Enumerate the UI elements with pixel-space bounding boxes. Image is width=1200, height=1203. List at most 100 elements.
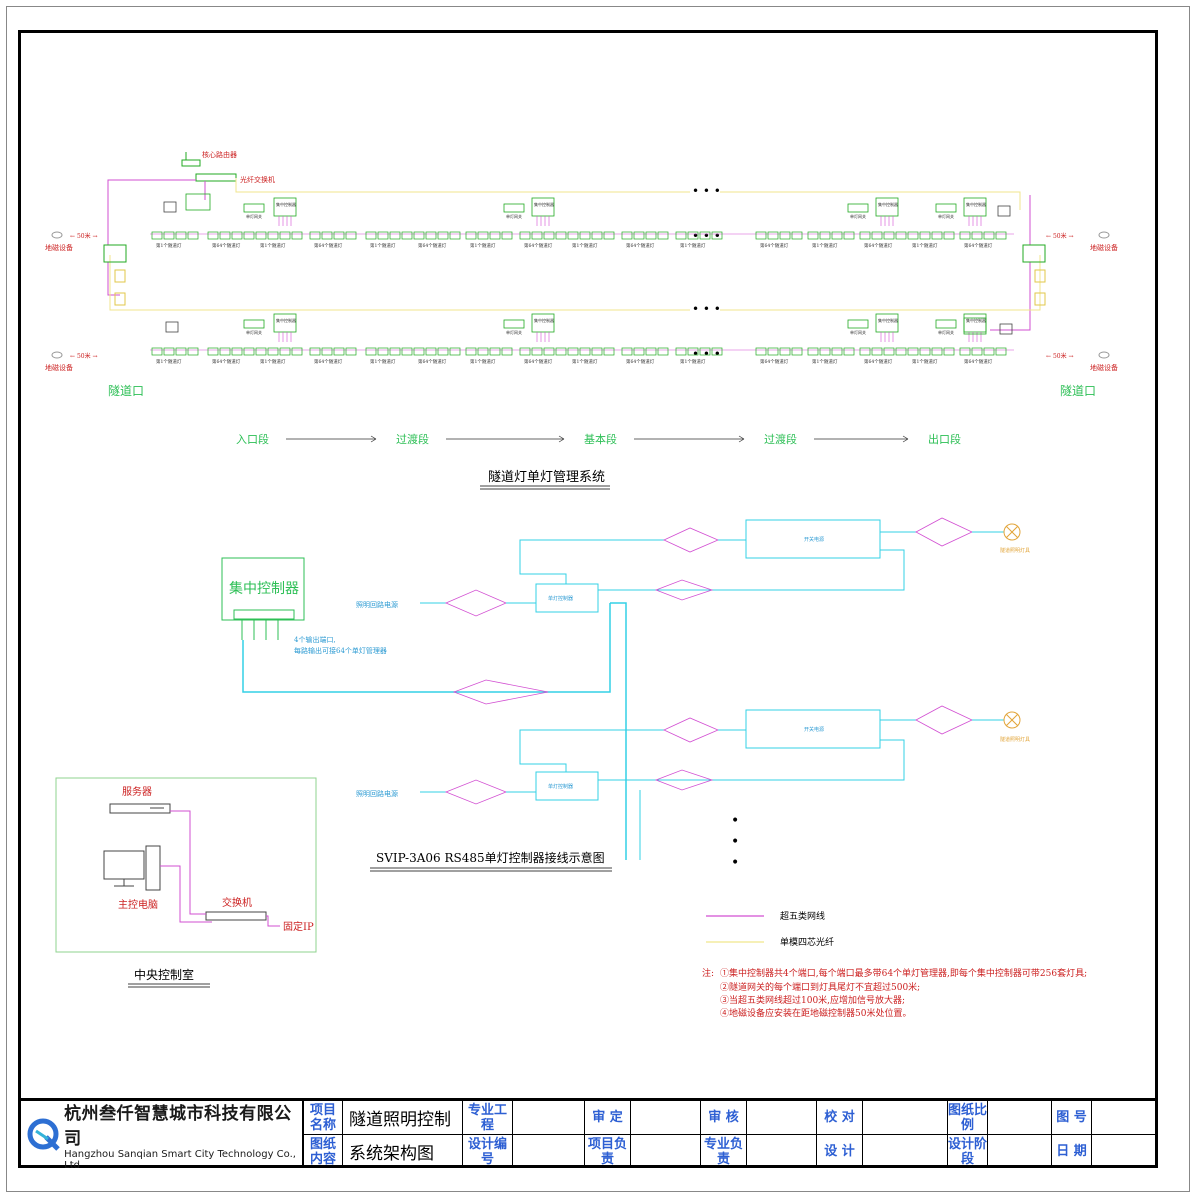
lamp-icon: [309, 231, 321, 240]
lamp-icon: [449, 231, 461, 240]
lamp-group-label: 第64个隧道灯: [864, 242, 893, 249]
fiber-top: [235, 178, 690, 193]
lamp-icon: [579, 347, 591, 356]
note-1: ①集中控制器共4个端口,每个端口最多带64个单灯管理器,即每个集中控制器可带25…: [720, 967, 1087, 979]
lamp-icon: [959, 347, 971, 356]
lamp-group-label: 第1个隧道灯: [370, 242, 396, 249]
lamp-group-label: 第1个隧道灯: [370, 358, 396, 365]
lamp-icon: [883, 347, 895, 356]
svg-text:单灯网关: 单灯网关: [938, 213, 954, 219]
gateway-icon: [503, 319, 525, 329]
lamp-group-label: 第1个隧道灯: [260, 242, 286, 249]
lamp-group-label: 第1个隧道灯: [572, 358, 598, 365]
lamp-group-label: 第64个隧道灯: [864, 358, 893, 365]
stage-label: 设计阶段: [948, 1135, 988, 1168]
lamp-icon: [477, 347, 489, 356]
lamp-group-label: 第64个隧道灯: [964, 242, 993, 249]
module-unit-2: 照明回路电源 单灯控制器 开关电源 隧道照明灯具: [356, 705, 1030, 860]
lamp-group-label: 第64个隧道灯: [760, 358, 789, 365]
lamp-icon: [389, 347, 401, 356]
gateway-icon: [847, 203, 869, 213]
lamp-icon: [843, 231, 855, 240]
lamp-icon: [187, 347, 199, 356]
lamp-icon: [519, 231, 531, 240]
design-no-value: [513, 1135, 585, 1168]
system-diagram: 核心路由器 光纤交换机 • • • • • • • • • • • • 地磁设备…: [45, 150, 1118, 1019]
lamp-icon: [633, 231, 645, 240]
svg-text:4个输出端口,: 4个输出端口,: [294, 635, 336, 644]
lamp-icon: [543, 347, 555, 356]
lamp-group-label: 第1个隧道灯: [912, 242, 938, 249]
company-logo-icon: [27, 1118, 60, 1151]
lamp-icon: [859, 231, 871, 240]
controller-icon: [963, 197, 987, 217]
svg-text:单灯控制器: 单灯控制器: [548, 595, 573, 602]
lamp-icon: [255, 347, 267, 356]
lamp-icon: [567, 231, 579, 240]
lamp-group-label: 第1个隧道灯: [156, 242, 182, 249]
scale-label: 图纸比例: [948, 1101, 988, 1135]
svg-text:注:: 注:: [702, 967, 714, 979]
lamp-icon: [919, 231, 931, 240]
svg-text:照明回路电源: 照明回路电源: [356, 789, 398, 798]
controller-icon: [531, 313, 555, 333]
lamp-icon: [767, 231, 779, 240]
lamp-group-label: 第1个隧道灯: [912, 358, 938, 365]
drawing-content-label: 图纸内容: [303, 1135, 343, 1168]
svg-text:集中控制器: 集中控制器: [966, 201, 986, 207]
lamp-icon: [291, 347, 303, 356]
lamp-icon: [831, 347, 843, 356]
lamp-icon: [163, 347, 175, 356]
lamp-icon: [931, 231, 943, 240]
notes: 注: ①集中控制器共4个端口,每个端口最多带64个单灯管理器,即每个集中控制器可…: [702, 967, 1087, 1019]
legend: 超五类网线 单模四芯光纤: [706, 910, 834, 948]
svg-text:← 50米 →: ← 50米 →: [70, 352, 98, 360]
lamp-icon: [267, 347, 279, 356]
lamp-group-label: 第64个隧道灯: [212, 242, 241, 249]
svg-text:集中控制器: 集中控制器: [276, 317, 296, 323]
top-title: 隧道灯单灯管理系统: [488, 469, 605, 485]
central-controller: 集中控制器 4个输出端口, 每路输出可接64个单灯管理器: [221, 557, 387, 655]
svg-text:集中控制器: 集中控制器: [534, 317, 554, 323]
lamp-group-label: 第1个隧道灯: [470, 242, 496, 249]
rs485-bus: [242, 603, 611, 693]
svg-text:集中控制器: 集中控制器: [534, 201, 554, 207]
lamp-icon: [819, 347, 831, 356]
svg-text:地磁设备: 地磁设备: [1090, 363, 1118, 372]
project-name-label: 项目名称: [303, 1101, 343, 1135]
lamp-icon: [151, 231, 163, 240]
lamp-icon: [207, 231, 219, 240]
lamp-icon: [437, 231, 449, 240]
gateway-icon: [847, 319, 869, 329]
lamp-icon: [831, 231, 843, 240]
right-controller: [1022, 244, 1046, 306]
lamp-icon: [603, 231, 615, 240]
spec-lead-label: 专业负责: [701, 1135, 747, 1168]
lamp-icon: [971, 231, 983, 240]
lamp-icon: [333, 347, 345, 356]
segment-label: 过渡段: [396, 432, 429, 446]
lamp-icon: [807, 347, 819, 356]
design-no-label: 设计编号: [463, 1135, 513, 1168]
top-dots-3: • • •: [692, 229, 721, 243]
lamp-icon: [151, 347, 163, 356]
svg-text:← 50米 →: ← 50米 →: [1046, 232, 1074, 240]
controller-icon: [273, 197, 297, 217]
controller-icon: [531, 197, 555, 217]
lamp-icon: [531, 231, 543, 240]
lamp-icon: [995, 231, 1007, 240]
svg-text:单灯网关: 单灯网关: [506, 213, 522, 219]
svg-text:单灯控制器: 单灯控制器: [548, 783, 573, 790]
svg-text:集中控制器: 集中控制器: [878, 201, 898, 207]
svg-text:开关电源: 开关电源: [804, 726, 824, 733]
lamp-icon: [687, 231, 699, 240]
lamp-group-label: 第64个隧道灯: [760, 242, 789, 249]
geo-device-right-top: 地磁设备 ← 50米 →: [1046, 231, 1118, 252]
lamp-icon: [907, 347, 919, 356]
svg-text:← 50米 →: ← 50米 →: [70, 232, 98, 240]
lamp-group-label: 第1个隧道灯: [680, 358, 706, 365]
legend-cat5-label: 超五类网线: [780, 910, 825, 922]
lamp-icon: [621, 231, 633, 240]
lamp-icon: [449, 347, 461, 356]
wiring-vdot-1: •: [731, 813, 739, 829]
